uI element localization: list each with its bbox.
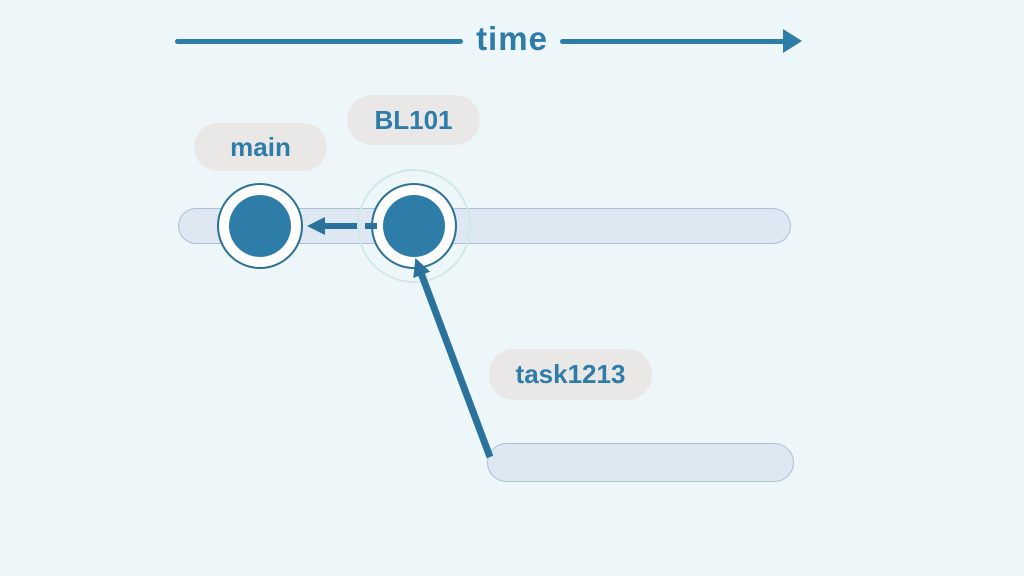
- tag-label-bl101: BL101: [347, 95, 480, 145]
- time-axis-line-right: [560, 39, 785, 44]
- task1213-branch-track: [487, 443, 794, 482]
- branch-label-main: main: [194, 123, 327, 171]
- time-axis-line-left: [175, 39, 463, 44]
- branch-origin-arrow: [413, 258, 494, 459]
- branch-label-task1213: task1213: [489, 349, 652, 400]
- tag-label-bl101-text: BL101: [374, 104, 453, 135]
- commit-node-main: [217, 183, 303, 269]
- time-axis-arrowhead-icon: [783, 29, 802, 53]
- commit-node-bl101: [371, 183, 457, 269]
- branch-label-task1213-text: task1213: [515, 359, 626, 389]
- time-axis-label: time: [476, 20, 548, 57]
- branch-label-main-text: main: [230, 131, 291, 162]
- commit-dot: [383, 195, 445, 257]
- commit-dot: [229, 195, 291, 257]
